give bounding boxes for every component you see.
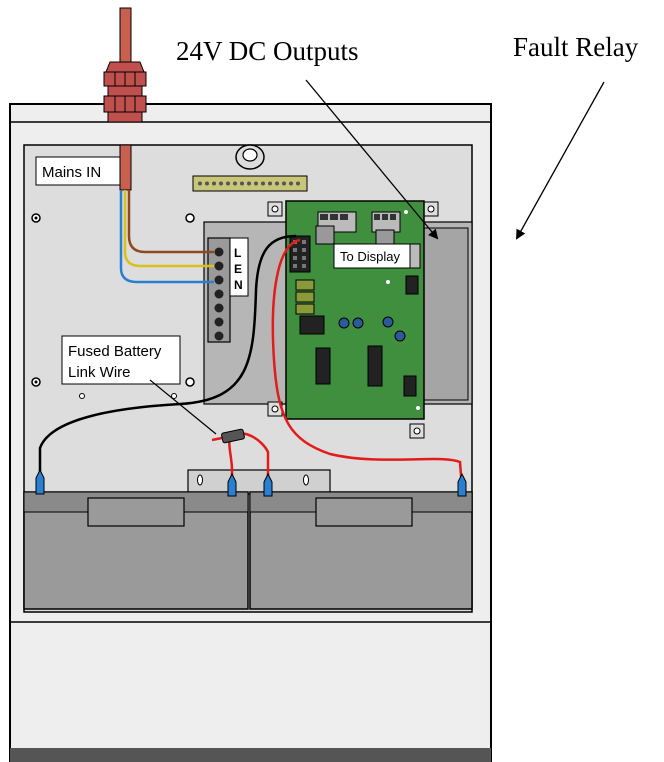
- terminal-letter-l: L: [234, 246, 241, 260]
- battery-terminals: [35, 468, 467, 497]
- top-ring-mount: [235, 144, 265, 170]
- top-connector-strip: [192, 175, 308, 192]
- neutral-wire: [119, 190, 214, 284]
- fused-link-wire-left: [211, 436, 223, 442]
- terminal-letter-n: N: [234, 278, 243, 292]
- fused-link-pointer: [149, 379, 217, 435]
- dc-outputs-title: 24V DC Outputs: [176, 36, 359, 66]
- fused-link-label-line2: Link Wire: [68, 364, 131, 381]
- chassis-plate-shadow: [423, 227, 469, 401]
- battery-left: [23, 491, 249, 610]
- earth-wire: [123, 190, 214, 268]
- mains-terminal-block: L E N: [207, 237, 249, 343]
- to-display-label: To Display: [340, 249, 400, 264]
- pcb-mount-tabs: [267, 201, 439, 439]
- mounting-holes: [31, 213, 220, 400]
- fused-link-label-box: Fused Battery Link Wire: [61, 335, 181, 385]
- fused-link-label-line1: Fused Battery: [68, 343, 162, 360]
- inline-fuse: [221, 428, 245, 444]
- battery-bracket: [187, 469, 331, 495]
- dc-outputs-arrow: [305, 79, 439, 240]
- fault-relay-arrow: [516, 81, 605, 240]
- live-wire: [127, 190, 214, 254]
- mains-in-label: Mains IN: [42, 164, 101, 181]
- to-display-box: To Display: [333, 243, 421, 269]
- cable-gland: [103, 61, 147, 123]
- mains-in-label-box: Mains IN: [35, 156, 121, 186]
- enclosure-base-strip: [10, 748, 491, 762]
- fault-relay-title: Fault Relay: [513, 32, 639, 62]
- terminal-letter-e: E: [234, 262, 242, 276]
- pcb-board: [285, 200, 425, 420]
- battery-positive-wire: [271, 238, 464, 489]
- battery-right: [249, 491, 473, 610]
- battery-negative-wire: [38, 234, 297, 480]
